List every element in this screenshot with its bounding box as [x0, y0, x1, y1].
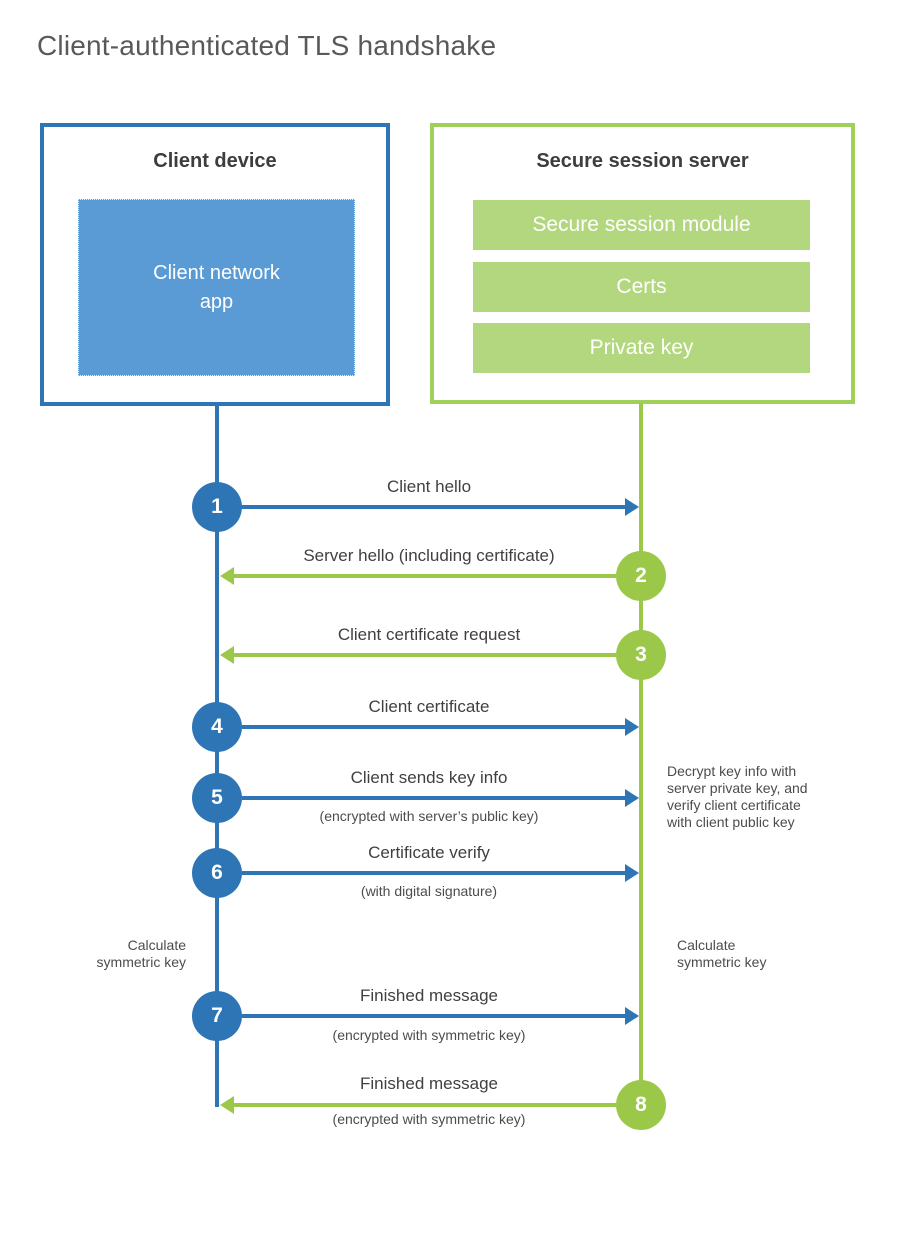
step-8-badge: 8 — [616, 1080, 666, 1130]
step-8-sublabel: (encrypted with symmetric key) — [332, 1111, 526, 1127]
step-3-badge: 3 — [616, 630, 666, 680]
step-8-arrow-left — [220, 1096, 616, 1114]
client-lifeline — [215, 405, 219, 1107]
step-7-label: Finished message — [360, 986, 498, 1005]
step-5-arrow-right — [242, 789, 639, 807]
server-calculate-key-note: Calculate symmetric key — [677, 937, 767, 970]
step-7-badge: 7 — [192, 991, 242, 1041]
server-module-secure-session: Secure session module — [473, 200, 810, 250]
step-5-badge: 5 — [192, 773, 242, 823]
step-2-arrow-left — [220, 567, 616, 585]
step-6-label: Certificate verify — [368, 843, 490, 862]
step-3-label: Client certificate request — [337, 625, 521, 644]
step-3-arrow-left — [220, 646, 616, 664]
step-7-sublabel: (encrypted with symmetric key) — [332, 1027, 526, 1043]
server-module-certs: Certs — [473, 262, 810, 312]
step-1-badge: 1 — [192, 482, 242, 532]
step-4-arrow-right — [242, 718, 639, 736]
server-lifeline — [639, 403, 643, 1107]
step-7-arrow-right — [242, 1007, 639, 1025]
step-8-label: Finished message — [360, 1074, 498, 1093]
step-4-badge: 4 — [192, 702, 242, 752]
step-5-label: Client sends key info — [350, 768, 508, 787]
step-6-badge: 6 — [192, 848, 242, 898]
client-network-app-box: Client network app — [78, 199, 355, 376]
server-module-private-key: Private key — [473, 323, 810, 373]
server-title: Secure session server — [536, 150, 749, 172]
step-2-badge: 2 — [616, 551, 666, 601]
client-calculate-key-note: Calculate symmetric key — [96, 937, 186, 970]
step-6-sublabel: (with digital signature) — [360, 883, 498, 899]
step-6-arrow-right — [242, 864, 639, 882]
page-title: Client-authenticated TLS handshake — [37, 30, 497, 61]
server-decrypt-note: Decrypt key info with server private key… — [667, 763, 808, 830]
step-1-label: Client hello — [386, 477, 472, 496]
step-5-sublabel: (encrypted with server’s public key) — [319, 808, 539, 824]
step-4-label: Client certificate — [368, 697, 490, 716]
client-device-title: Client device — [153, 150, 277, 172]
step-1-arrow-right — [242, 498, 639, 516]
step-2-label: Server hello (including certificate) — [303, 546, 555, 565]
